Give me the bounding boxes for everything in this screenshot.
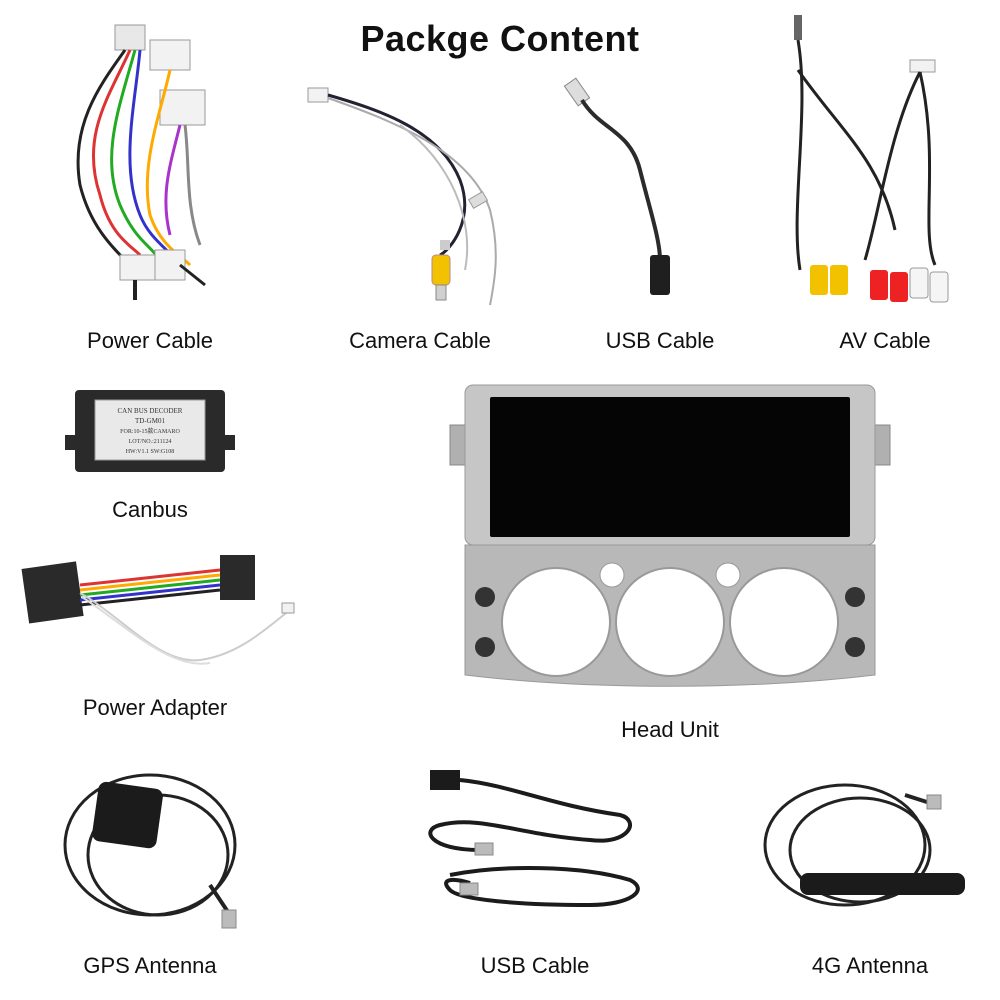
av-cable-label: AV Cable: [839, 328, 931, 353]
gps-antenna-label: GPS Antenna: [83, 953, 217, 978]
canbus-box-image: CAN BUS DECODER TD-GM01 FOR:10-15款CAMARO…: [65, 390, 235, 472]
item-4g-antenna: 4G Antenna: [755, 765, 985, 985]
power-cable-label: Power Cable: [87, 328, 213, 353]
canbus-box-line1: CAN BUS DECODER: [118, 407, 183, 415]
item-usb-cable-top: USB Cable: [560, 70, 760, 365]
usb-cable-bottom-image: [428, 770, 640, 908]
usb-cable-bottom-label: USB Cable: [480, 953, 590, 978]
canbus-label: Canbus: [112, 497, 188, 522]
item-usb-cable-bottom: USB Cable: [420, 765, 650, 985]
item-camera-cable: Camera Cable: [300, 80, 540, 365]
item-power-adapter: Power Adapter: [20, 545, 295, 725]
canbus-box-line4: LOT/NO.:211124: [129, 439, 172, 445]
antenna-4g-label: 4G Antenna: [811, 953, 929, 978]
gps-antenna-image: [63, 773, 237, 929]
camera-cable-label: Camera Cable: [349, 328, 491, 353]
usb-cable-top-image: [563, 77, 670, 295]
power-cable-image: [76, 24, 206, 300]
av-cable-image: [794, 15, 949, 303]
camera-cable-image: [307, 87, 497, 306]
antenna-4g-image: [763, 783, 965, 907]
power-adapter-image: [21, 555, 295, 665]
canbus-box-line3: FOR:10-15款CAMARO: [120, 427, 180, 435]
power-adapter-label: Power Adapter: [82, 695, 228, 720]
item-av-cable: AV Cable: [770, 10, 1000, 365]
head-unit-label: Head Unit: [621, 717, 719, 742]
canbus-box-line2: TD-GM01: [135, 417, 165, 425]
canbus-box-line5: HW:V1.1 SW:G108: [126, 449, 175, 455]
item-canbus: CAN BUS DECODER TD-GM01 FOR:10-15款CAMARO…: [60, 385, 240, 530]
item-gps-antenna: GPS Antenna: [30, 765, 270, 985]
page-title: Packge Content: [360, 18, 640, 59]
item-head-unit: Head Unit: [449, 384, 891, 745]
head-unit-image: [449, 384, 891, 687]
usb-cable-top-label: USB Cable: [605, 328, 715, 353]
item-power-cable: Power Cable: [40, 15, 260, 365]
